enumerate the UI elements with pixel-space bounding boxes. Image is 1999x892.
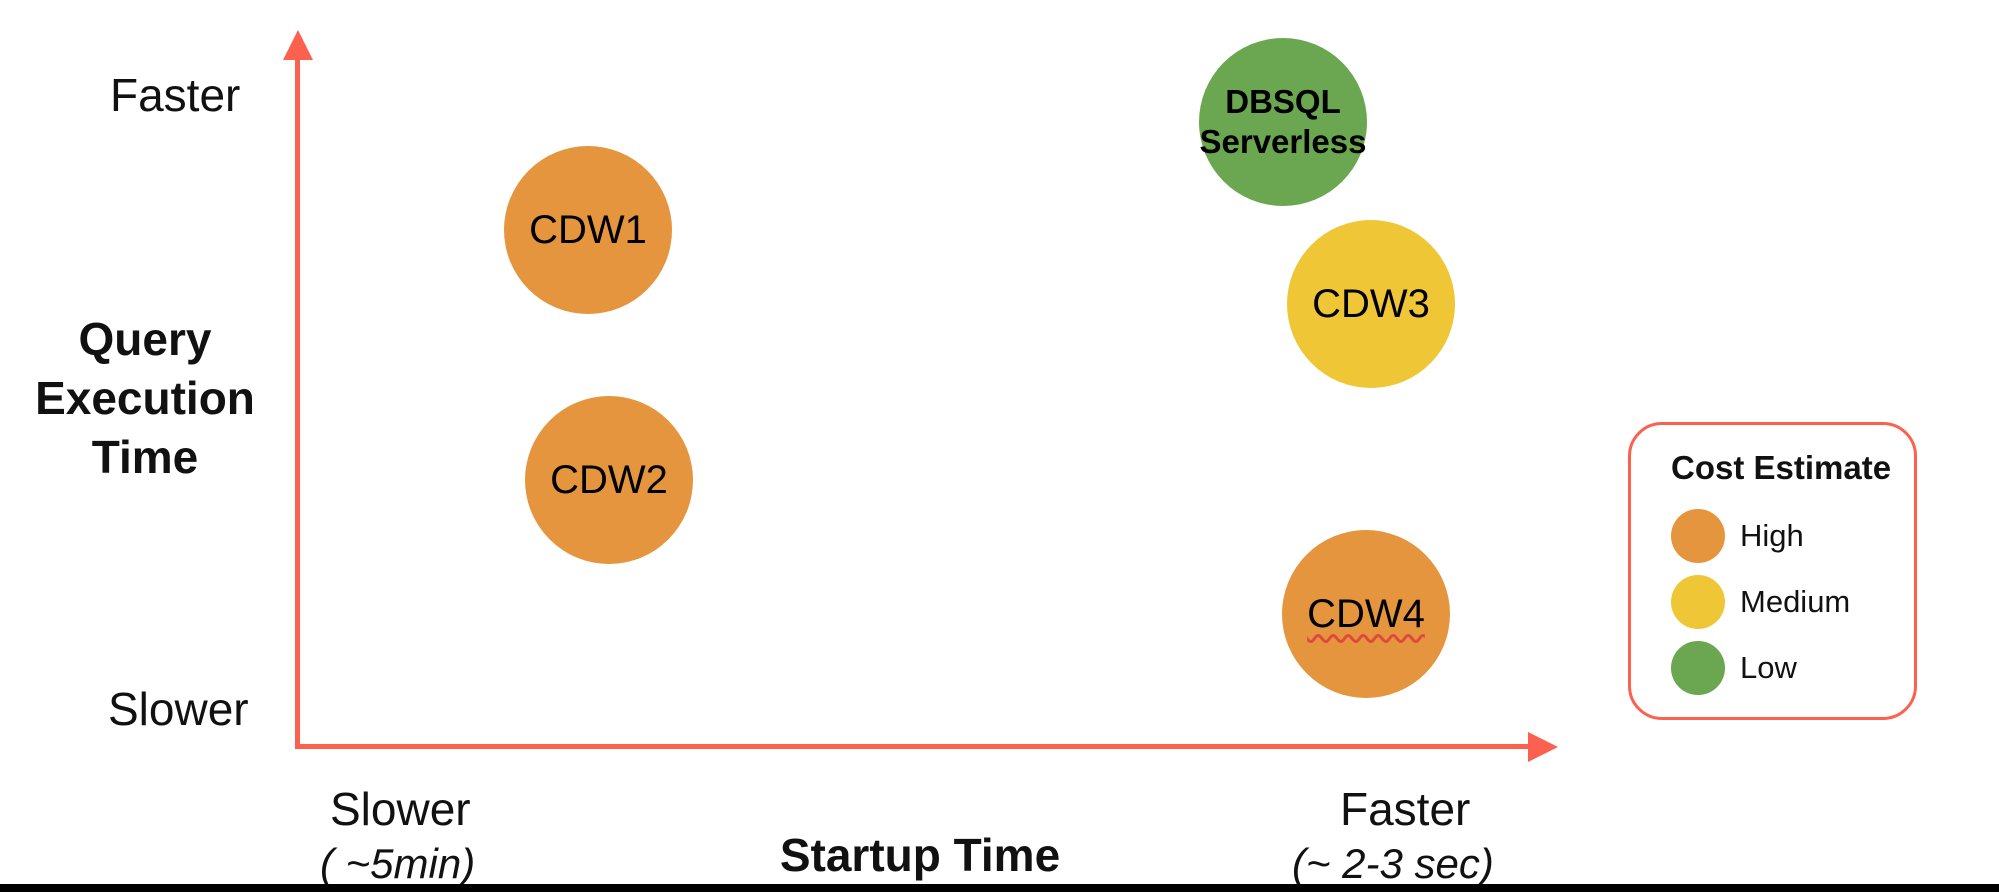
x-axis-right-sublabel: (~ 2-3 sec) bbox=[1292, 840, 1494, 887]
bubble-label: CDW3 bbox=[1312, 282, 1430, 326]
y-axis-line bbox=[295, 52, 300, 748]
legend-item-low: Low bbox=[1671, 641, 1914, 695]
legend-label: High bbox=[1740, 518, 1804, 553]
bubble-label: CDW4 bbox=[1307, 592, 1425, 636]
bubble-label: CDW1 bbox=[529, 208, 647, 252]
x-axis-arrowhead-icon bbox=[1528, 732, 1558, 762]
bubble-dbsql-serverless: DBSQL Serverless bbox=[1199, 38, 1367, 206]
bubble-cdw4: CDW4 bbox=[1282, 530, 1450, 698]
legend-swatch-icon bbox=[1671, 575, 1725, 629]
legend-label: Low bbox=[1740, 650, 1797, 685]
bubble-cdw1: CDW1 bbox=[504, 146, 672, 314]
bubble-label: CDW2 bbox=[550, 458, 668, 502]
legend-swatch-icon bbox=[1671, 509, 1725, 563]
y-axis-title: Query Execution Time bbox=[35, 313, 255, 483]
bubble-label: DBSQL Serverless bbox=[1199, 82, 1367, 160]
legend-item-high: High bbox=[1671, 509, 1914, 563]
x-axis-left-sublabel: ( ~5min) bbox=[320, 840, 476, 887]
legend-swatch-icon bbox=[1671, 641, 1725, 695]
x-axis-left-label: Slower bbox=[330, 783, 471, 835]
y-axis-top-label: Faster bbox=[110, 69, 241, 121]
x-axis-title: Startup Time bbox=[779, 829, 1061, 881]
x-axis-right-label: Faster bbox=[1340, 783, 1471, 835]
legend-title: Cost Estimate bbox=[1671, 449, 1892, 486]
y-axis-bottom-label: Slower bbox=[108, 683, 249, 735]
x-axis-line bbox=[295, 744, 1532, 749]
bubble-cdw2: CDW2 bbox=[525, 396, 693, 564]
legend-item-medium: Medium bbox=[1671, 575, 1914, 629]
bubble-cdw3: CDW3 bbox=[1287, 220, 1455, 388]
bottom-edge-bar bbox=[0, 884, 1999, 892]
legend-label: Medium bbox=[1740, 584, 1851, 619]
